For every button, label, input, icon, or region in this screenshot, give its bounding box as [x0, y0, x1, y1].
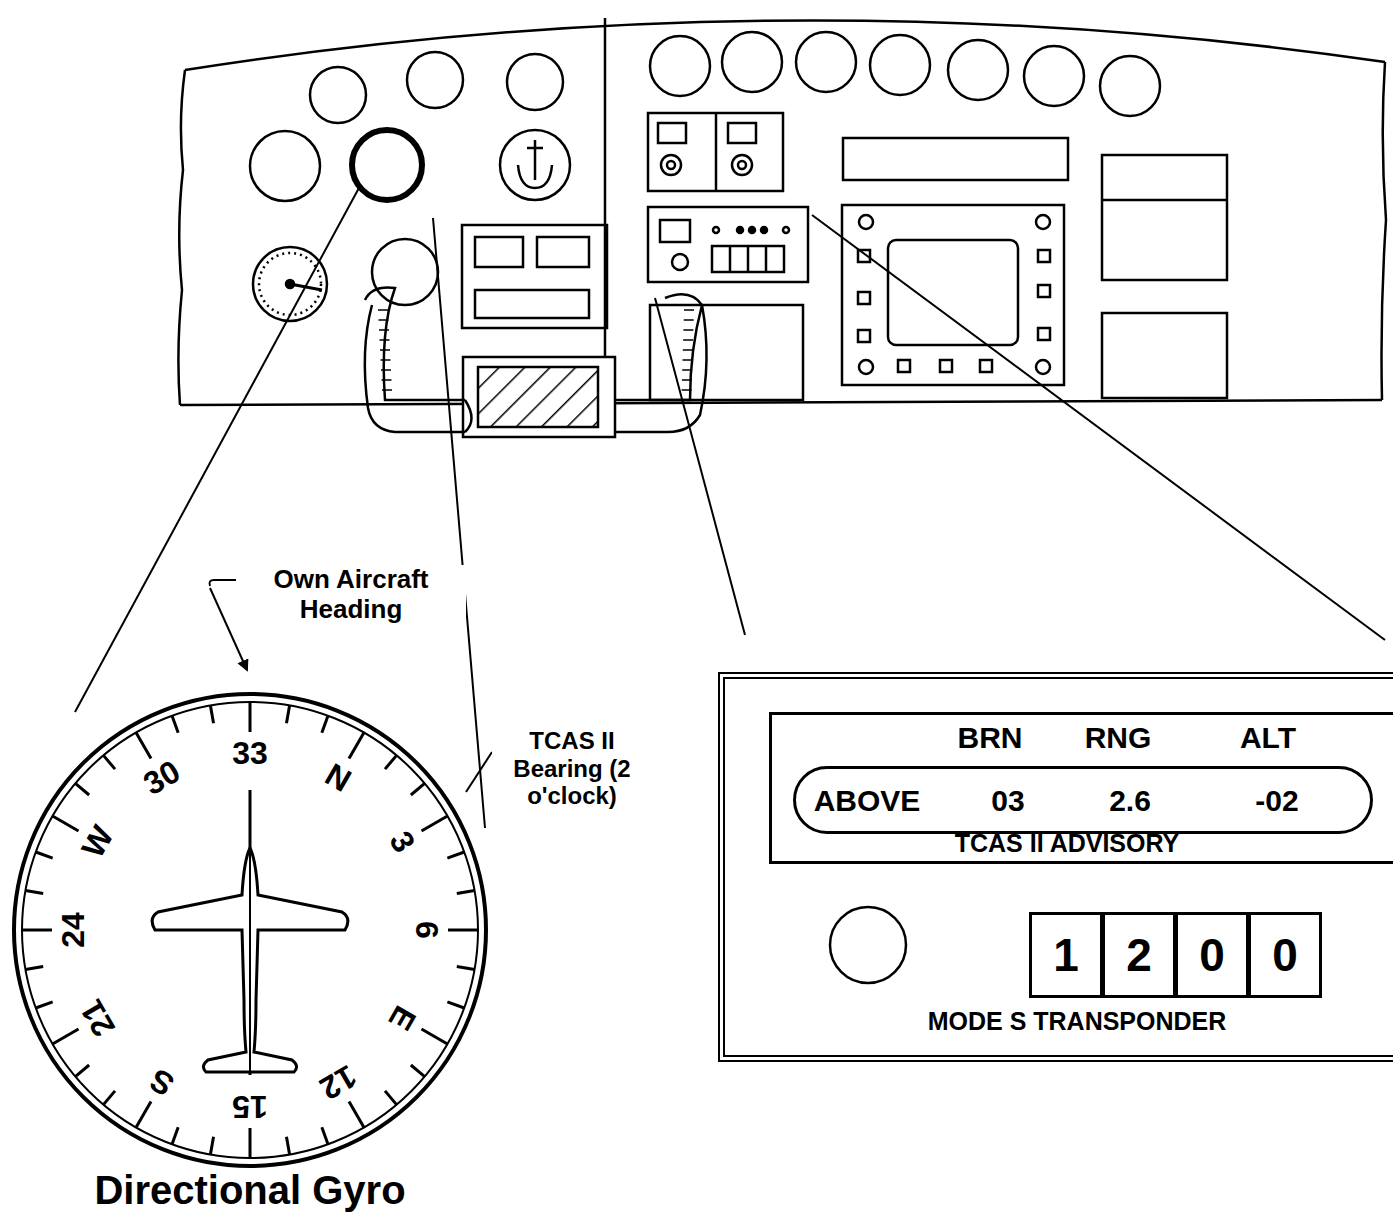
compass-numeral: 15 [232, 1088, 268, 1123]
compass-tick [447, 1002, 464, 1008]
compass-tick [421, 816, 447, 831]
compass-tick [36, 1002, 53, 1008]
node-text: -02 [1255, 784, 1298, 817]
compass-numeral: 6 [408, 921, 443, 939]
compass-tick [385, 1091, 397, 1105]
compass-tick [36, 852, 53, 858]
compass-tick [411, 783, 425, 795]
node-text: 2 [1126, 930, 1152, 981]
compass-tick [210, 1137, 213, 1155]
leader-lines [75, 186, 1385, 828]
node-text: 0 [1272, 930, 1298, 981]
compass-numeral: 24 [56, 912, 91, 948]
annotation: Own Aircraft Heading [236, 565, 466, 625]
node-text: 0 [1199, 930, 1225, 981]
compass-tick [322, 1127, 328, 1144]
compass-tick [286, 1137, 289, 1155]
compass-tick [457, 966, 475, 969]
compass-tick [447, 852, 464, 858]
compass-tick [75, 1065, 89, 1077]
compass-numeral: W [75, 820, 121, 864]
compass-tick [411, 1065, 425, 1077]
column-header: ALT [1240, 721, 1296, 754]
node-text: MODE S TRANSPONDER [928, 1008, 1227, 1036]
compass-tick [172, 1127, 178, 1144]
node-text: 1 [1053, 930, 1079, 981]
compass-numeral: 30 [138, 753, 186, 801]
compass-tick [286, 705, 289, 723]
directional-gyro-dial [14, 694, 486, 1166]
code-digit: 2 [1102, 912, 1176, 998]
node-text: 03 [991, 784, 1024, 817]
advisory-box: TCAS II ADVISORY ABOVE 03 2.6 -02 [769, 712, 1393, 864]
compass-tick [103, 755, 115, 769]
column-header: RNG [1085, 721, 1152, 754]
compass-tick [249, 1128, 252, 1158]
annotation: TCAS II Bearing (2 o'clock) [492, 727, 652, 810]
compass-numeral: S [144, 1062, 180, 1103]
compass-numeral: N [319, 757, 357, 799]
compass-tick [210, 705, 213, 723]
compass-tick [22, 929, 52, 932]
compass-tick [385, 755, 397, 769]
compass-tick [421, 1029, 447, 1044]
compass-tick [53, 1029, 79, 1044]
compass-tick [457, 890, 475, 893]
compass-numeral: 12 [314, 1058, 362, 1106]
code-digit: 0 [1175, 912, 1249, 998]
compass-tick [25, 966, 43, 969]
compass-tick [349, 1101, 364, 1127]
compass-tick [103, 1091, 115, 1105]
compass-tick [136, 1101, 151, 1127]
column-header: BRN [958, 721, 1023, 754]
compass-numeral: 21 [73, 994, 121, 1042]
instrument-panel [178, 18, 1386, 437]
node-text: TCAS II ADVISORY [955, 830, 1180, 858]
compass-numeral: E [382, 1000, 423, 1036]
compass-numeral: 33 [232, 736, 268, 771]
compass-tick [75, 783, 89, 795]
node-text: 2.6 [1109, 784, 1151, 817]
compass-tick [25, 890, 43, 893]
transponder-knob [830, 907, 906, 983]
compass-numeral: 3 [383, 825, 422, 858]
compass-tick [448, 929, 478, 932]
compass-tick [349, 733, 364, 759]
node-text: Directional Gyro [94, 1168, 405, 1212]
compass-tick [136, 733, 151, 759]
compass-tick [172, 716, 178, 733]
compass-tick [53, 816, 79, 831]
node-text: ABOVE [814, 784, 921, 817]
compass-tick [322, 716, 328, 733]
advisory-pill: ABOVE 03 2.6 -02 [793, 766, 1373, 834]
compass-tick [249, 702, 252, 732]
code-digit: 0 [1248, 912, 1322, 998]
code-digit: 1 [1029, 912, 1103, 998]
